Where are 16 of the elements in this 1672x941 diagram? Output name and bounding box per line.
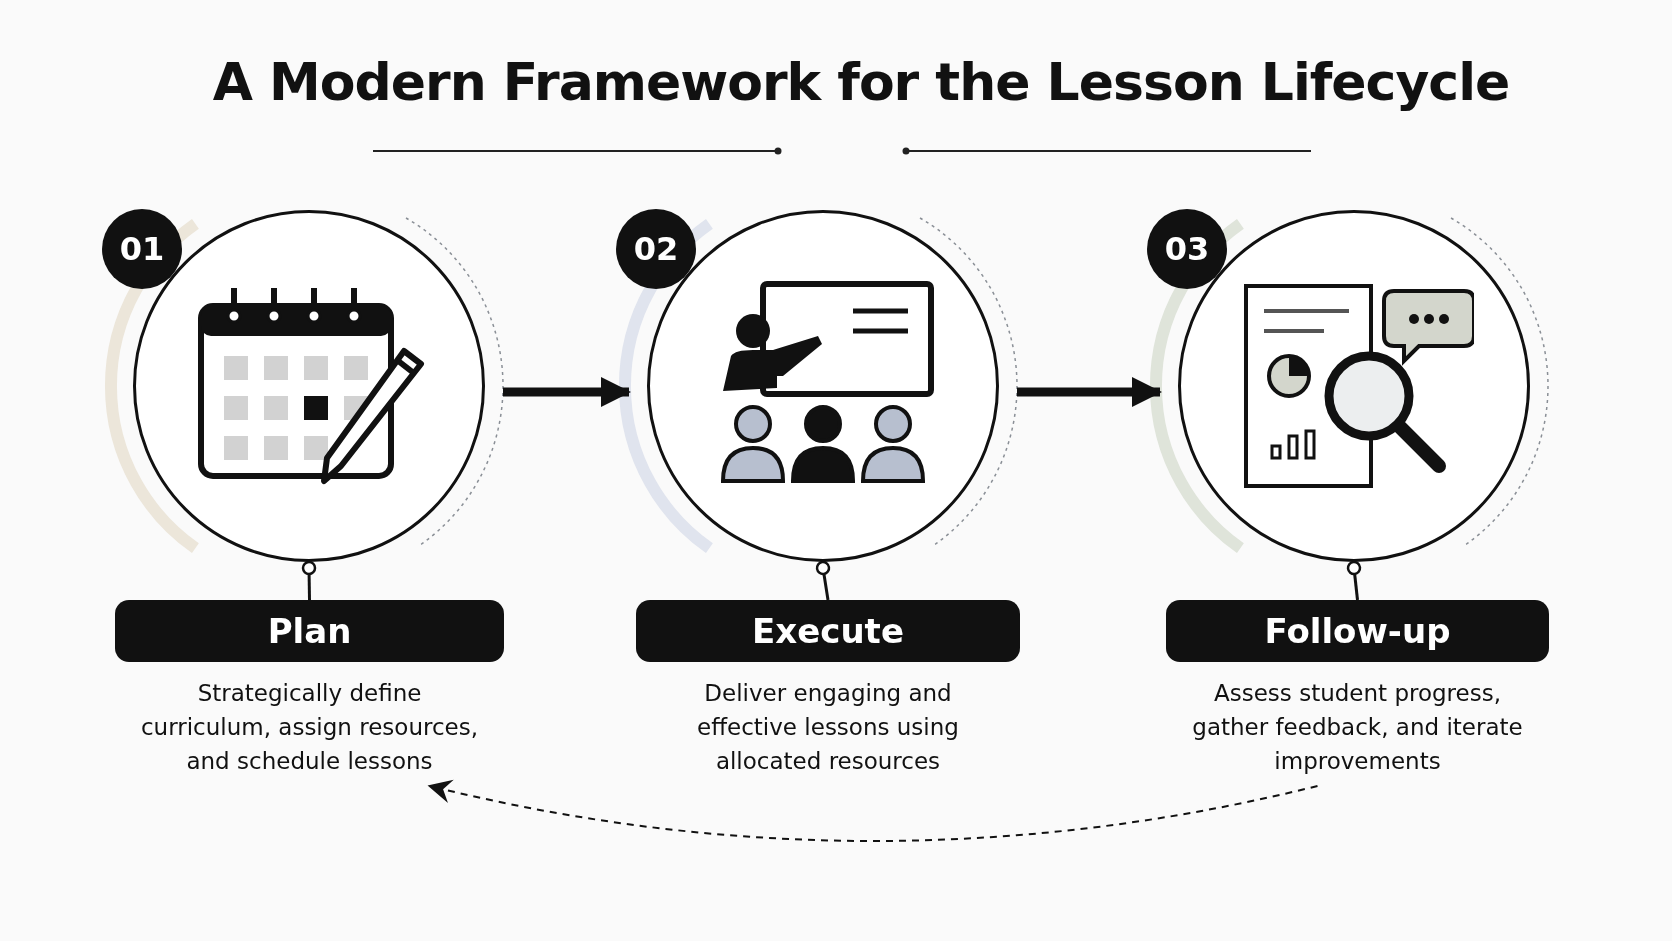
title: A Modern Framework for the Lesson Lifecycle xyxy=(211,52,1511,112)
connector-line xyxy=(301,560,317,601)
arrow xyxy=(1017,377,1162,407)
step-banner: Plan xyxy=(115,600,504,662)
step-banner: Follow-up xyxy=(1166,600,1549,662)
description-text: Assess student progress, gather feedback, and iterate improvements xyxy=(1191,679,1524,776)
step-number: 03 xyxy=(1147,209,1227,289)
arrow xyxy=(503,377,631,407)
connector-line xyxy=(1346,560,1362,601)
step-number: 01 xyxy=(102,209,182,289)
connector-line xyxy=(815,560,831,601)
step-number: 02 xyxy=(616,209,696,289)
step-banner: Execute xyxy=(636,600,1020,662)
description-text: Deliver engaging and effective lessons using allocated resources xyxy=(696,679,960,776)
description-text: Strategically define curriculum, assign resources, and schedule lessons xyxy=(139,679,480,776)
arrow xyxy=(427,779,1319,842)
